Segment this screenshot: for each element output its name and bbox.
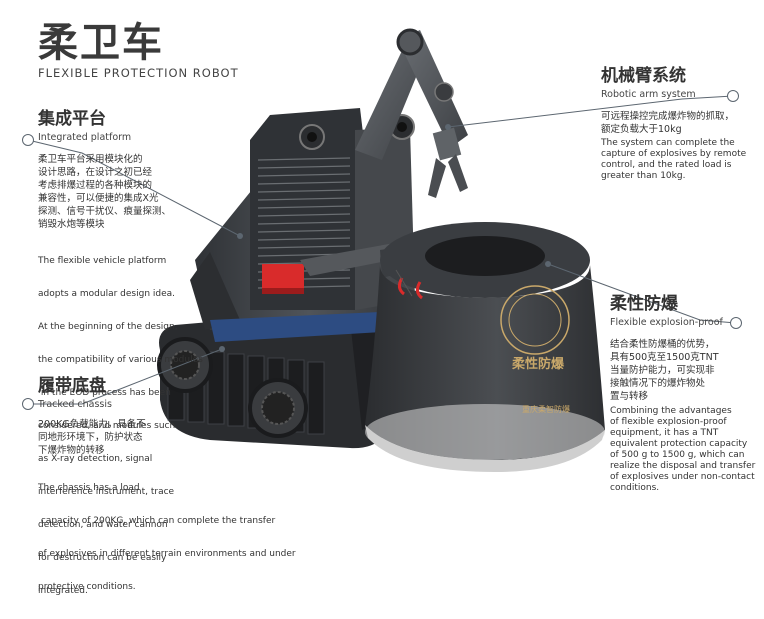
body-line: of explosives under non-contact — [610, 472, 755, 482]
body-line: equipment, it has a TNT — [610, 428, 719, 438]
section-arm: 机械臂系统 Robotic arm system 可远程操控完成爆炸物的抓取， … — [601, 61, 761, 182]
section-title-en: Integrated platform — [38, 132, 132, 143]
body-line: realize the disposal and transfer — [610, 461, 756, 471]
callout-dot-platform — [22, 134, 34, 146]
section-title-en: Tracked chassis — [38, 399, 112, 410]
body-line: 下爆炸物的转移 — [38, 445, 105, 456]
page-title: 柔卫车 — [38, 20, 164, 66]
body-line: of explosives in different terrain envir… — [38, 549, 296, 559]
section-title-cn: 履带底盘 — [38, 376, 106, 396]
section-title-en: Flexible explosion-proof — [610, 317, 723, 328]
body-line: greater than 10kg. — [601, 171, 686, 181]
body-line: 200KG负载能力，具备不 — [38, 419, 146, 430]
body-line: of 500 g to 1500 g, which can — [610, 450, 745, 460]
body-line: 具有500克至1500克TNT — [610, 352, 719, 363]
robot-illustration: 柔性防爆 重庆柔智防爆 — [157, 28, 605, 472]
section-title-cn: 集成平台 — [38, 109, 106, 129]
body-line: Combining the advantages — [610, 406, 732, 416]
body-line: 设计思路，在设计之初已经 — [38, 167, 153, 178]
explosion-proof-barrel: 柔性防爆 重庆柔智防爆 — [365, 222, 605, 472]
body-line: 销毁水炮等模块 — [38, 219, 105, 230]
body-line: The flexible vehicle platform — [38, 256, 167, 266]
body-line: equivalent protection capacity — [610, 439, 748, 449]
track-chassis — [157, 309, 390, 449]
body-line: the compatibility of various modules — [38, 355, 203, 365]
callout-dot-chassis — [22, 398, 34, 410]
leader-lines — [27, 95, 737, 405]
body-line: capture of explosives by remote — [601, 149, 747, 159]
body-line: 当量防护能力，可实现非 — [610, 365, 715, 376]
body-line: capacity of 200KG, which can complete th… — [38, 516, 276, 526]
body-line: control, and the rated load is — [601, 160, 732, 170]
body-line: 接触情况下的爆炸物处 — [610, 378, 706, 389]
section-title-cn: 机械臂系统 — [601, 66, 686, 86]
body-line: as X-ray detection, signal — [38, 454, 153, 464]
body-line: The chassis has a load — [38, 483, 140, 493]
callout-dot-flexible — [730, 317, 742, 329]
barrel-company: 重庆柔智防爆 — [522, 404, 570, 414]
body-line: 兼容性，可以便捷的集成X光 — [38, 193, 159, 204]
robotic-arm — [355, 28, 468, 198]
section-flexible: 柔性防爆 Flexible explosion-proof 结合柔性防爆桶的优势… — [610, 289, 760, 494]
page-subtitle: FLEXIBLE PROTECTION ROBOT — [38, 66, 239, 80]
body-line: conditions. — [610, 483, 660, 493]
body-line: considered, and modules such — [38, 421, 176, 431]
body-line: adopts a modular design idea. — [38, 289, 176, 299]
callout-dot-arm — [727, 90, 739, 102]
body-line: The system can complete the — [601, 138, 735, 148]
body-line: in the EOD process has been — [38, 388, 171, 398]
section-title-cn: 柔性防爆 — [610, 294, 678, 314]
body-line: 结合柔性防爆桶的优势， — [610, 339, 715, 350]
body-line: 置与转移 — [610, 391, 649, 402]
body-line: protective conditions. — [38, 582, 136, 592]
body-line: 可远程操控完成爆炸物的抓取， — [601, 111, 735, 122]
section-chassis: 履带底盘 Tracked chassis 200KG负载能力，具备不 同地形环境… — [38, 371, 298, 615]
body-line: 探测、信号干扰仪、痕量探测、 — [38, 206, 172, 217]
barrel-label: 柔性防爆 — [511, 356, 565, 372]
section-title-en: Robotic arm system — [601, 89, 696, 100]
body-line: 柔卫车平台采用模块化的 — [38, 154, 143, 165]
body-line: 考虑排爆过程的各种模块的 — [38, 180, 153, 191]
body-line: interference instrument, trace — [38, 487, 175, 497]
body-line: 同地形环境下，防护状态 — [38, 432, 143, 443]
body-line: At the beginning of the design, — [38, 322, 178, 332]
body-line: 额定负载大于10kg — [601, 124, 682, 135]
body-line: of flexible explosion-proof — [610, 417, 727, 427]
